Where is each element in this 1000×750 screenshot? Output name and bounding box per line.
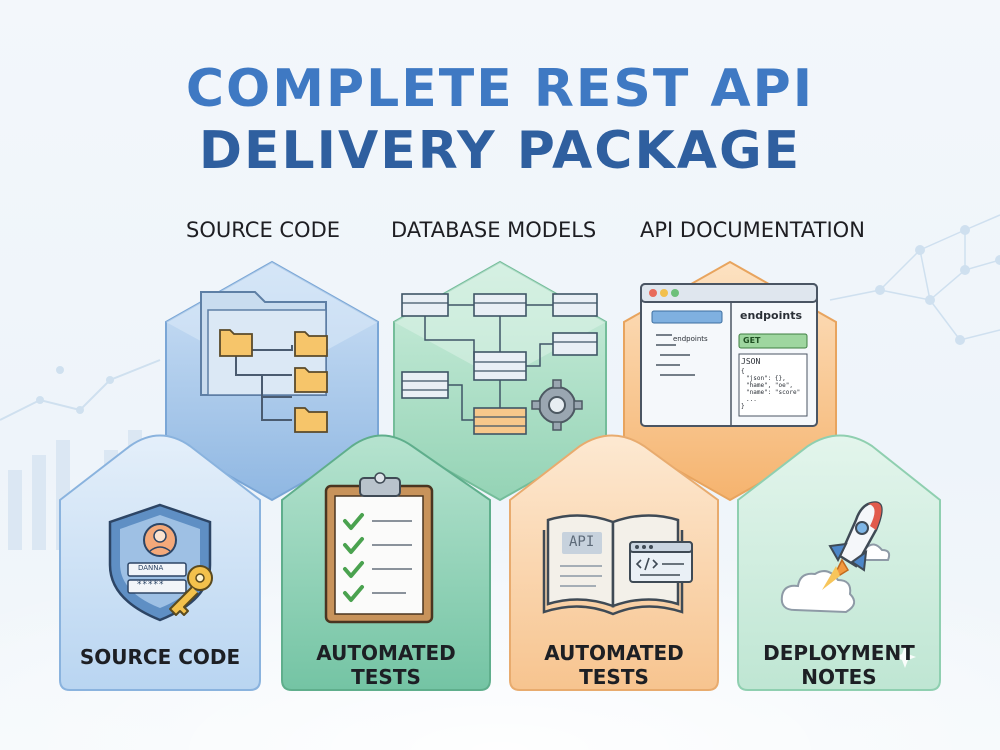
card-label-deployment-notes: DEPLOYMENT NOTES: [763, 641, 915, 689]
gear-icon: [531, 379, 583, 431]
browser-window-icon: [640, 283, 818, 427]
password-field: [127, 579, 187, 594]
section-label-database-models: DATABASE MODELS: [391, 218, 597, 242]
title-line-2: DELIVERY PACKAGE: [198, 121, 802, 181]
section-label-api-documentation: API DOCUMENTATION: [640, 218, 865, 242]
database-table-icon: [401, 293, 598, 435]
cloud-icon: [780, 543, 891, 614]
folder-tree-icons: [219, 329, 328, 433]
card-deployment-notes: [737, 434, 941, 691]
password-mask: *****: [137, 580, 165, 590]
http-method-badge: GET: [743, 336, 761, 345]
sparkle-icon: [894, 646, 916, 668]
rocket-icon: [822, 501, 883, 590]
user-icon: [143, 523, 177, 557]
api-doc-heading: endpoints: [740, 309, 803, 322]
code-icon: [629, 541, 693, 583]
card-label-automated-tests-2: AUTOMATED TESTS: [544, 641, 684, 689]
section-label-source-code: SOURCE CODE: [186, 218, 341, 242]
json-code-block: { "json": {}, "hame", "oe", "name": "sco…: [741, 368, 801, 410]
checkmark-icon: [343, 513, 364, 602]
card-label-automated-tests-1: AUTOMATED TESTS: [316, 641, 456, 689]
title-line-1: COMPLETE REST API: [185, 59, 815, 119]
page-title: COMPLETE REST API DELIVERY PACKAGE: [0, 58, 1000, 182]
json-label: JSON: [741, 357, 761, 366]
api-doc-sidebar-item: endpoints: [673, 335, 708, 343]
clipboard-icon: [324, 472, 434, 624]
book-api-text: API: [569, 534, 595, 550]
username-text: DANNA: [138, 564, 164, 572]
username-field: [127, 562, 187, 577]
key-icon: [169, 565, 213, 616]
card-label-source-code: SOURCE CODE: [79, 645, 241, 669]
book-icon: [542, 514, 684, 616]
